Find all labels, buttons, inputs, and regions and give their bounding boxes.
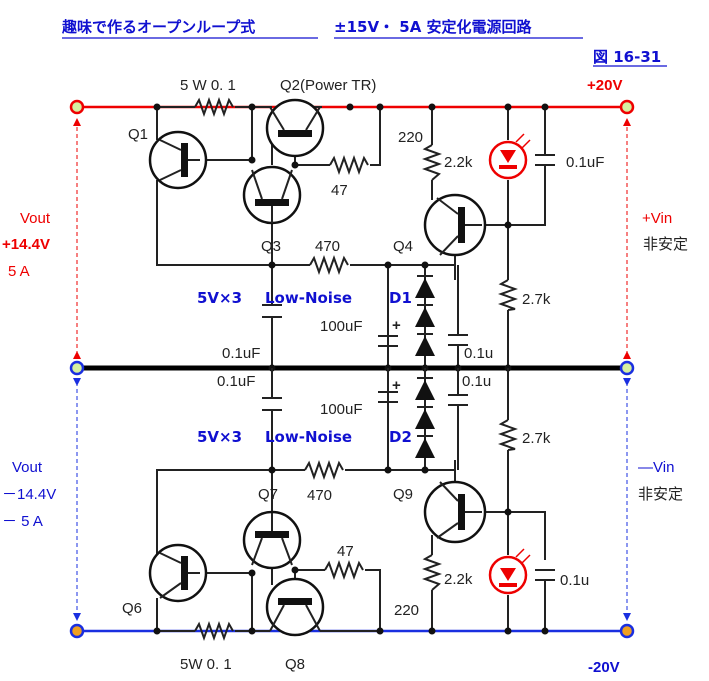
capacitor-elec-upper <box>378 265 398 368</box>
resistor-470-lower <box>304 460 344 480</box>
transistor-q8 <box>265 577 325 637</box>
label-zener-d2: D2 <box>389 428 412 446</box>
label-r-sense-lower: 5W 0. 1 <box>180 656 232 673</box>
vout-neg-voltage: －14.4V <box>2 486 56 503</box>
resistor-47-lower <box>324 560 364 580</box>
label-c-base-lower: 0.1uF <box>217 373 255 390</box>
transistor-q4 <box>423 193 487 257</box>
transistor-q7 <box>242 510 302 570</box>
figure-number: 図 16-31 <box>593 48 661 66</box>
label-c-zener-upper: 0.1u <box>464 345 493 362</box>
label-r2k2-upper: 2.2k <box>444 154 473 171</box>
vout-pos-voltage: +14.4V <box>2 236 50 253</box>
vin-neg-note: 非安定 <box>638 486 683 503</box>
label-q6: Q6 <box>122 600 142 617</box>
capacitor-led-lower <box>535 569 555 581</box>
label-q9: Q9 <box>393 486 413 503</box>
label-c-elec-plus-upper: + <box>392 317 401 334</box>
resistor-sense-lower <box>194 621 234 641</box>
resistor-2k7-upper <box>498 279 518 311</box>
vin-neg-label: —Vin <box>638 459 674 476</box>
label-zener-d1: D1 <box>389 289 412 307</box>
label-r220-lower: 220 <box>394 602 419 619</box>
resistor-2k2-lower <box>422 554 442 591</box>
upper-regulator: 5 W 0. 1 Q2(Power TR) Q1 Q3 Q4 47 220 2.… <box>128 77 604 372</box>
transistor-q3 <box>242 165 302 225</box>
label-q3: Q3 <box>261 238 281 255</box>
label-zener-type-upper: Low-Noise <box>265 289 352 307</box>
capacitor-base-lower <box>262 397 282 411</box>
vin-pos-label: +Vin <box>642 210 672 227</box>
terminal-neg-in <box>619 623 635 639</box>
label-zener-spec-lower: 5V×3 <box>197 428 242 446</box>
label-c-led-upper: 0.1uF <box>566 154 604 171</box>
label-q2: Q2(Power TR) <box>280 77 376 94</box>
label-q7: Q7 <box>258 486 278 503</box>
label-r47-lower: 47 <box>337 543 354 560</box>
label-r470-upper: 470 <box>315 238 340 255</box>
vout-pos-current: 5 A <box>8 263 30 280</box>
vout-pos-label: Vout <box>20 210 51 227</box>
label-r2k7-lower: 2.7k <box>522 430 551 447</box>
label-c-led-lower: 0.1u <box>560 572 589 589</box>
transistor-q2 <box>265 98 325 158</box>
transistor-q1 <box>148 130 208 190</box>
capacitor-zener-upper <box>448 334 468 346</box>
transistor-q9 <box>423 480 487 544</box>
label-r47-upper: 47 <box>331 182 348 199</box>
terminal-neg-out <box>69 623 85 639</box>
label-q1: Q1 <box>128 126 148 143</box>
lower-regulator: 5W 0. 1 Q8 Q6 Q7 Q9 47 220 2.2k 0.1u 470… <box>122 368 589 673</box>
resistor-47-upper <box>329 155 369 175</box>
resistor-sense-upper <box>194 97 234 117</box>
led-upper <box>488 133 531 180</box>
label-r2k2-lower: 2.2k <box>444 571 473 588</box>
label-r220-upper: 220 <box>398 129 423 146</box>
terminal-pos-in <box>619 99 635 115</box>
supply-neg: -20V <box>588 659 620 676</box>
label-r470-lower: 470 <box>307 487 332 504</box>
voltage-arrows <box>73 118 631 621</box>
title-part1: 趣味で作るオープンループ式 <box>61 18 255 36</box>
label-zener-spec-upper: 5V×3 <box>197 289 242 307</box>
resistor-2k2-upper <box>422 144 442 181</box>
capacitor-zener-lower <box>448 394 468 406</box>
terminal-gnd-in <box>619 360 635 376</box>
vin-pos-note: 非安定 <box>643 236 688 253</box>
title-part2: ±15V・ 5A 安定化電源回路 <box>334 18 533 36</box>
label-q4: Q4 <box>393 238 413 255</box>
zener-stack-d2 <box>415 377 435 458</box>
zener-stack-d1 <box>415 275 435 356</box>
capacitor-elec-lower <box>378 391 398 403</box>
label-c-elec-lower: 100uF <box>320 401 363 418</box>
led-lower <box>488 548 531 595</box>
transistor-q6 <box>148 543 208 603</box>
vout-neg-current: － 5 A <box>2 513 43 530</box>
terminal-gnd-out <box>69 360 85 376</box>
terminal-pos-out <box>69 99 85 115</box>
label-c-zener-lower: 0.1u <box>462 373 491 390</box>
resistor-470-upper <box>309 255 349 275</box>
vout-neg-label: Vout <box>12 459 43 476</box>
label-r-sense-upper: 5 W 0. 1 <box>180 77 236 94</box>
label-r2k7-upper: 2.7k <box>522 291 551 308</box>
label-c-elec-plus-lower: + <box>392 377 401 394</box>
supply-pos: +20V <box>587 77 622 94</box>
resistor-2k7-lower <box>498 419 518 451</box>
label-c-elec-upper: 100uF <box>320 318 363 335</box>
label-c-base-upper: 0.1uF <box>222 345 260 362</box>
capacitor-led-upper <box>535 154 555 180</box>
label-q8: Q8 <box>285 656 305 673</box>
label-zener-type-lower: Low-Noise <box>265 428 352 446</box>
capacitor-base-upper <box>262 304 282 318</box>
